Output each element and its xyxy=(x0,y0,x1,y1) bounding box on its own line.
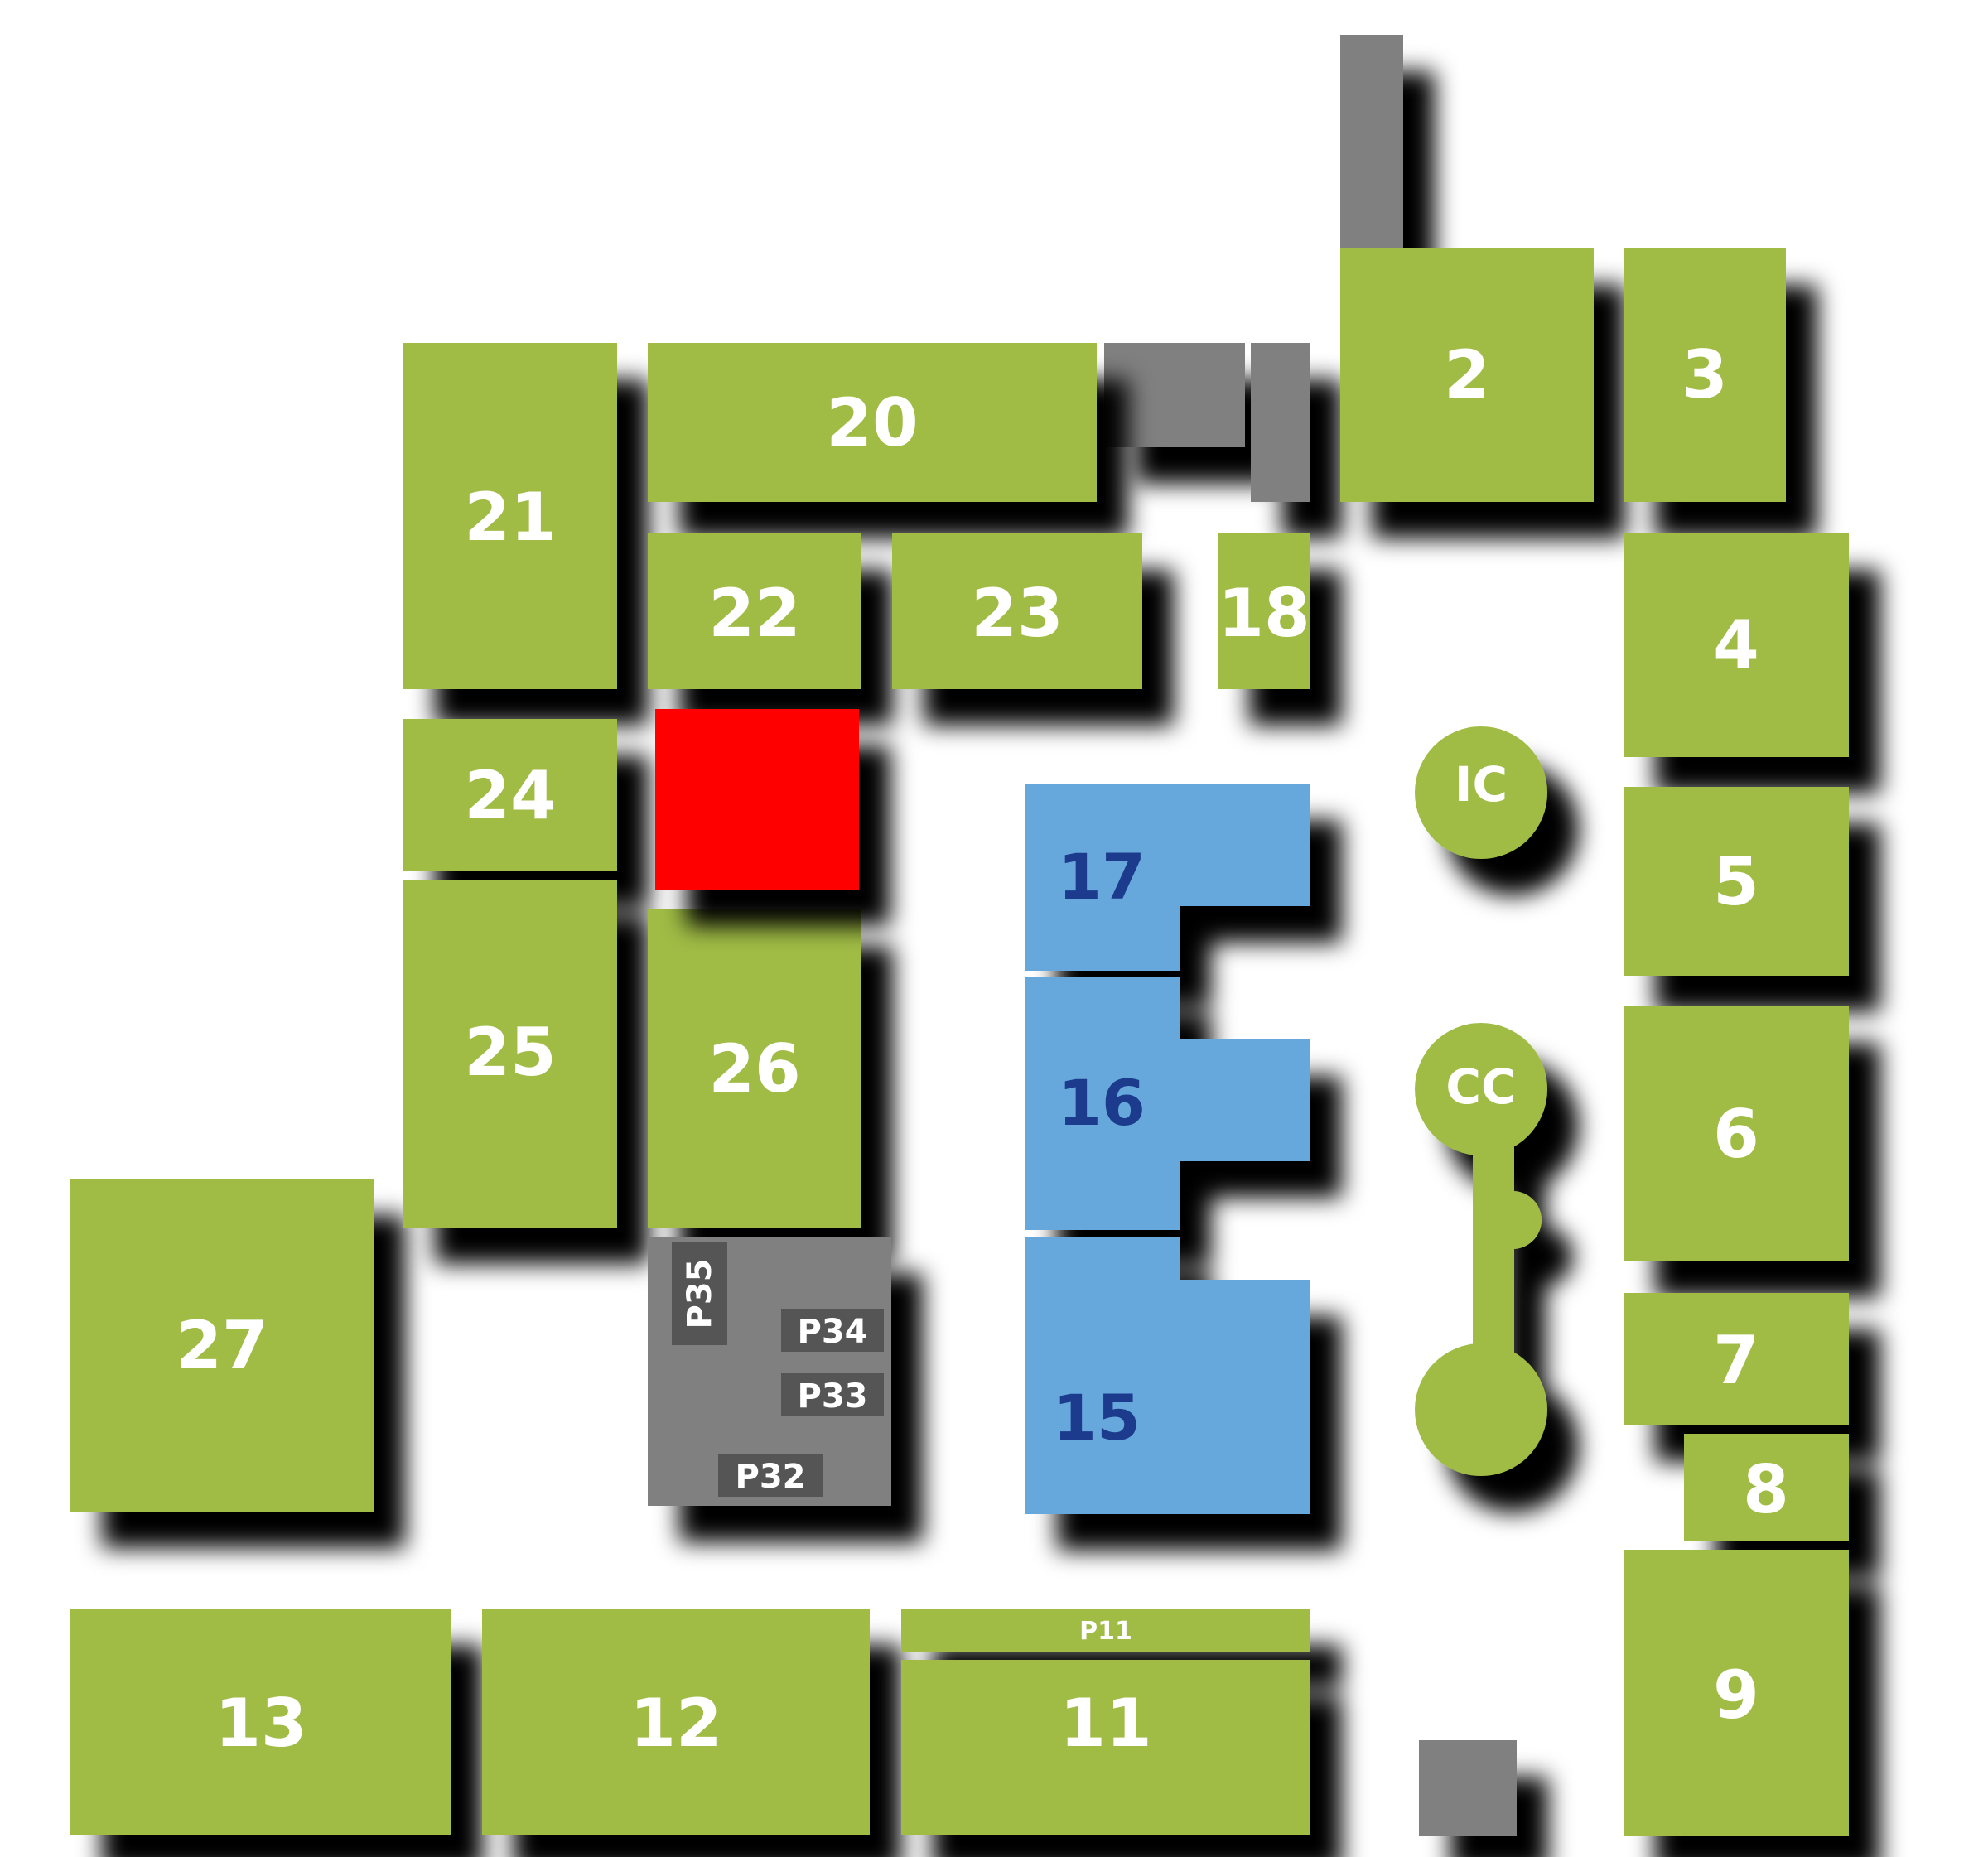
building-8-label: 8 xyxy=(1743,1451,1789,1528)
building-22-label: 22 xyxy=(708,575,800,652)
building-25-label: 25 xyxy=(464,1014,556,1091)
building-26[interactable]: 26 xyxy=(648,909,861,1228)
parking-p35[interactable]: P35 xyxy=(672,1242,727,1345)
building-21-label: 21 xyxy=(464,479,556,556)
parking-p34[interactable]: P34 xyxy=(781,1309,884,1352)
parking-p33[interactable]: P33 xyxy=(781,1373,884,1416)
gray-annex-20 xyxy=(1104,343,1245,447)
building-ic[interactable]: IC xyxy=(1415,726,1547,859)
building-12-label: 12 xyxy=(630,1685,721,1762)
building-11[interactable]: 11 xyxy=(901,1660,1310,1835)
building-4[interactable]: 4 xyxy=(1624,533,1849,757)
building-cc-label: CC xyxy=(1445,1059,1516,1115)
building-9[interactable]: 9 xyxy=(1624,1550,1849,1836)
building-4-label: 4 xyxy=(1713,606,1759,683)
building-26-label: 26 xyxy=(708,1030,800,1107)
parking-p11-label: P11 xyxy=(1079,1617,1132,1646)
building-3-label: 3 xyxy=(1682,336,1728,413)
building-11-label: 11 xyxy=(1059,1685,1151,1762)
building-18[interactable]: 18 xyxy=(1218,533,1310,689)
parking-p32-label: P32 xyxy=(736,1458,806,1496)
building-12[interactable]: 12 xyxy=(482,1609,870,1835)
building-7[interactable]: 7 xyxy=(1624,1293,1849,1425)
building-cc[interactable]: CC xyxy=(1415,1023,1547,1476)
building-18-label: 18 xyxy=(1218,575,1310,652)
building-25[interactable]: 25 xyxy=(403,880,617,1228)
building-13[interactable]: 13 xyxy=(70,1609,451,1835)
parking-p35-label: P35 xyxy=(681,1259,719,1329)
building-27[interactable]: 27 xyxy=(70,1179,374,1512)
parking-p11-strip[interactable]: P11 xyxy=(901,1609,1310,1652)
building-16[interactable]: 16 xyxy=(1025,977,1310,1230)
building-2-label: 2 xyxy=(1444,336,1490,413)
building-23-label: 23 xyxy=(971,575,1063,652)
building-24-label: 24 xyxy=(464,757,556,834)
building-24[interactable]: 24 xyxy=(403,719,617,871)
building-5-label: 5 xyxy=(1713,843,1759,920)
building-6-label: 6 xyxy=(1713,1096,1759,1173)
building-17-label: 17 xyxy=(1058,840,1146,914)
parking-labels: P35 P34 P33 P32 xyxy=(672,1242,884,1497)
building-6[interactable]: 6 xyxy=(1624,1006,1849,1261)
parking-p33-label: P33 xyxy=(798,1377,868,1416)
building-15-label: 15 xyxy=(1053,1381,1141,1454)
building-20-label: 20 xyxy=(826,384,918,461)
gray-annex-narrow xyxy=(1251,343,1310,502)
building-17[interactable]: 17 xyxy=(1025,784,1310,971)
building-5[interactable]: 5 xyxy=(1624,787,1849,976)
building-15[interactable]: 15 xyxy=(1025,1237,1310,1514)
parking-p32[interactable]: P32 xyxy=(718,1454,823,1497)
highlighted-building[interactable] xyxy=(655,709,859,890)
building-8[interactable]: 8 xyxy=(1684,1434,1849,1541)
building-20[interactable]: 20 xyxy=(648,343,1097,502)
building-7-label: 7 xyxy=(1713,1322,1759,1399)
building-3[interactable]: 3 xyxy=(1624,248,1786,502)
building-23[interactable]: 23 xyxy=(892,533,1142,689)
building-22[interactable]: 22 xyxy=(648,533,861,689)
building-27-label: 27 xyxy=(176,1307,268,1384)
building-16-label: 16 xyxy=(1058,1066,1146,1140)
building-13-label: 13 xyxy=(215,1685,306,1762)
building-2[interactable]: 2 xyxy=(1340,248,1594,502)
gray-tower-top xyxy=(1340,35,1403,248)
building-21[interactable]: 21 xyxy=(403,343,617,689)
building-ic-label: IC xyxy=(1455,756,1508,813)
gray-block-bottom xyxy=(1419,1740,1517,1836)
parking-p34-label: P34 xyxy=(798,1313,868,1351)
building-9-label: 9 xyxy=(1713,1657,1759,1734)
